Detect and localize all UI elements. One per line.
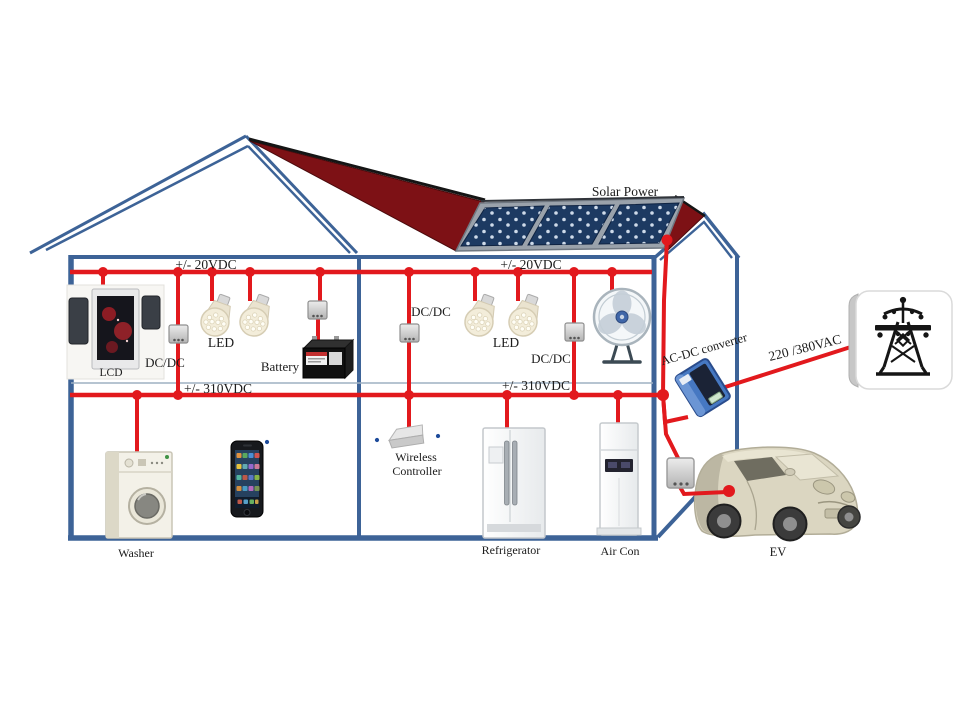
controller-wifi-icon-left — [358, 420, 387, 449]
led-lamp-3 — [462, 290, 502, 339]
dcdc-mid2-label: DC/DC — [531, 351, 571, 366]
side-window — [734, 457, 786, 481]
wireless-label-line1: Wireless — [395, 450, 437, 464]
ac-voltage-label: 220 /380VAC — [767, 331, 843, 364]
bus-310vdc-left-label: +/- 310VDC — [184, 381, 252, 396]
speaker-right — [141, 295, 161, 330]
battery-charge-box — [307, 300, 328, 320]
charge-port-dot — [723, 485, 735, 497]
headlight — [812, 479, 836, 495]
speaker-left — [68, 297, 89, 345]
led-left-label: LED — [208, 335, 234, 350]
dcdc-converter-mid2 — [564, 322, 585, 342]
wireless-controller — [387, 424, 425, 449]
acdc-inverter — [674, 358, 731, 418]
bus-20vdc-left-label: +/- 20VDC — [175, 257, 236, 272]
washer — [105, 451, 173, 539]
dcdc-mid-label: DC/DC — [411, 304, 451, 319]
battery-label: Battery — [261, 359, 300, 374]
app-grid — [236, 453, 260, 491]
led-mid-label: LED — [493, 335, 519, 350]
junction-dots — [98, 234, 673, 401]
air-conditioner — [596, 422, 642, 536]
wiring — [70, 234, 858, 461]
led-lamp-4 — [506, 290, 546, 339]
led-lamp-2 — [237, 290, 277, 339]
roof-slope-left — [249, 140, 485, 252]
smartphone — [230, 440, 264, 518]
power-grid-card — [848, 290, 953, 390]
power-tower-icon — [875, 296, 931, 376]
ev-label: EV — [770, 545, 787, 559]
bus-310vdc-right-label: +/- 310VDC — [502, 378, 570, 393]
fan — [592, 287, 652, 364]
ridge-line-left — [248, 137, 486, 202]
lcd-label: LCD — [100, 367, 123, 379]
fridge-dispenser — [488, 446, 504, 464]
dcdc-converter-left — [168, 324, 189, 344]
wireless-label-line2: Controller — [392, 464, 441, 478]
led-lamp-1 — [198, 290, 238, 339]
fridge-handle-right — [512, 440, 518, 506]
wire-to-charger — [661, 394, 681, 461]
dcdc-left-label: DC/DC — [145, 355, 185, 370]
mirror — [784, 468, 796, 476]
controller-wifi-icon-right — [427, 416, 456, 444]
refrigerator — [482, 427, 546, 539]
aircon-label: Air Con — [601, 544, 640, 558]
solar-power-label: Solar Power — [592, 184, 659, 199]
refrigerator-label: Refrigerator — [482, 543, 541, 557]
solar-panel-array — [454, 196, 686, 252]
battery — [302, 336, 355, 380]
ev-charger — [666, 457, 735, 497]
ev-car — [693, 446, 861, 542]
right-gable-inner — [659, 220, 733, 261]
pv-panel — [460, 202, 680, 247]
wire-solar-feed — [661, 239, 669, 396]
lcd-tv — [66, 284, 165, 380]
wire-ac-grid — [718, 343, 858, 391]
dcdc-converter-mid — [399, 323, 420, 343]
washer-label: Washer — [118, 546, 154, 560]
bus-20vdc-right-label: +/- 20VDC — [500, 257, 561, 272]
fridge-handle-left — [504, 440, 510, 506]
